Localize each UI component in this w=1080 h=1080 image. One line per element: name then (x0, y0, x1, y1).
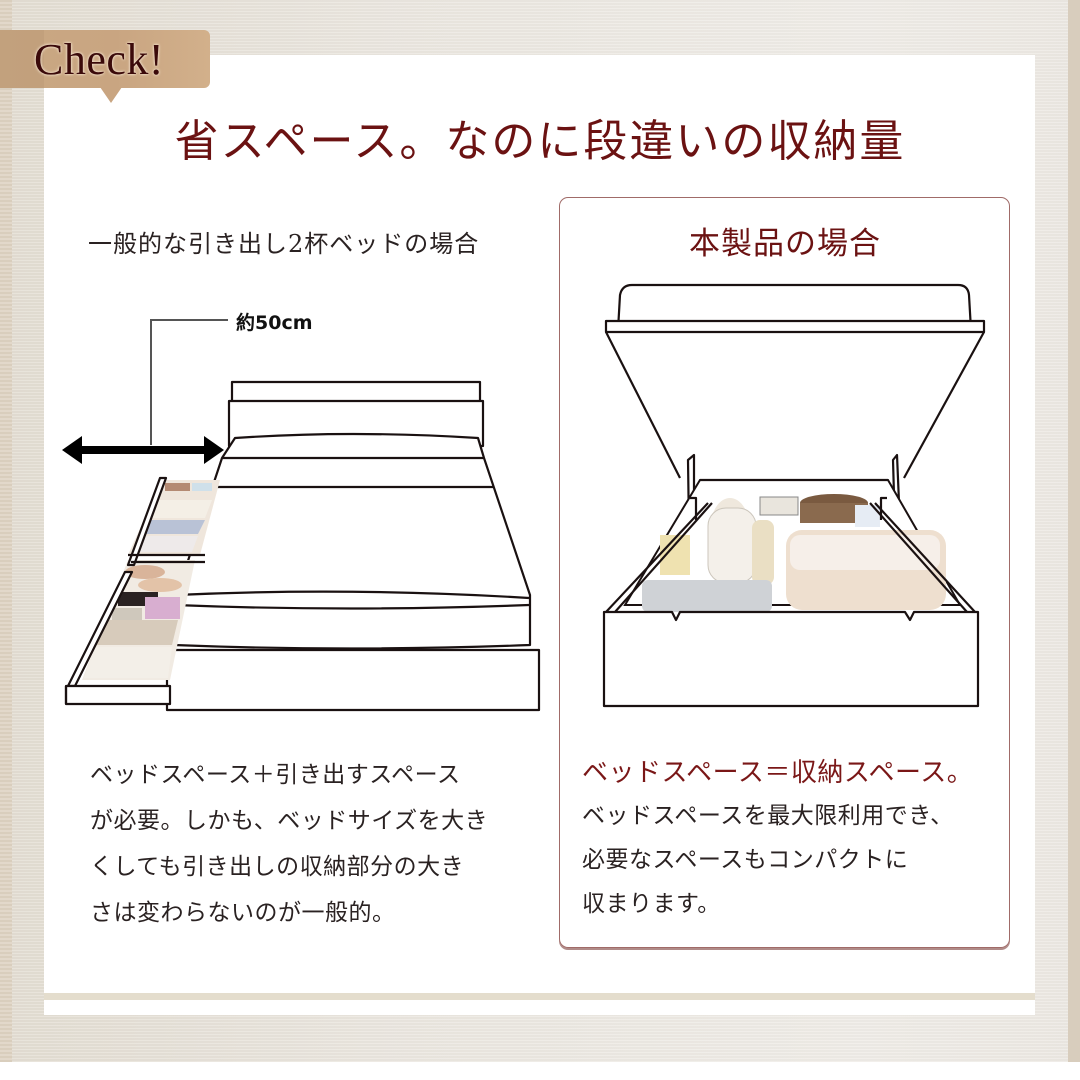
product-title: 本製品の場合 (689, 226, 881, 262)
check-badge-label: Check! (34, 35, 165, 84)
badge-pointer (100, 87, 122, 103)
description-line: さは変わらないのが一般的。 (90, 900, 396, 926)
page-headline: 省スペース。なのに段違いの収納量 (174, 116, 906, 167)
drawer-bed-illustration (64, 380, 541, 712)
product-description: ベッドスペースを最大限利用でき、 必要なスペースもコンパクトに 収まります。 (582, 794, 1002, 926)
description-line: 必要なスペースもコンパクトに (582, 847, 909, 873)
product-lead: ベッドスペース＝収納スペース。 (582, 758, 974, 788)
conventional-description: ベッドスペース＋引き出すスペース が必要。しかも、ベッドサイズを大き くしても引… (90, 752, 540, 936)
measurement-label: 約50cm (236, 312, 313, 334)
description-line: ベッドスペースを最大限利用でき、 (582, 803, 954, 829)
lift-up-bed-illustration (602, 283, 986, 708)
measure-leader-vertical (150, 319, 152, 445)
background-left-strip (0, 0, 12, 1062)
panel-bottom-band (44, 993, 1035, 1000)
product-comparison-box (559, 197, 1010, 948)
measure-leader-horizontal (150, 319, 228, 321)
description-line: 収まります。 (582, 891, 721, 917)
background-bottom (0, 1062, 1080, 1080)
description-line: くしても引き出しの収納部分の大き (90, 854, 465, 880)
description-line: ベッドスペース＋引き出すスペース (90, 762, 461, 788)
background-right-strip (1068, 0, 1080, 1062)
description-line: が必要。しかも、ベッドサイズを大き (90, 808, 489, 834)
check-badge (0, 30, 210, 88)
double-arrow-icon (62, 436, 224, 464)
conventional-title: 一般的な引き出し2杯ベッドの場合 (88, 230, 480, 258)
